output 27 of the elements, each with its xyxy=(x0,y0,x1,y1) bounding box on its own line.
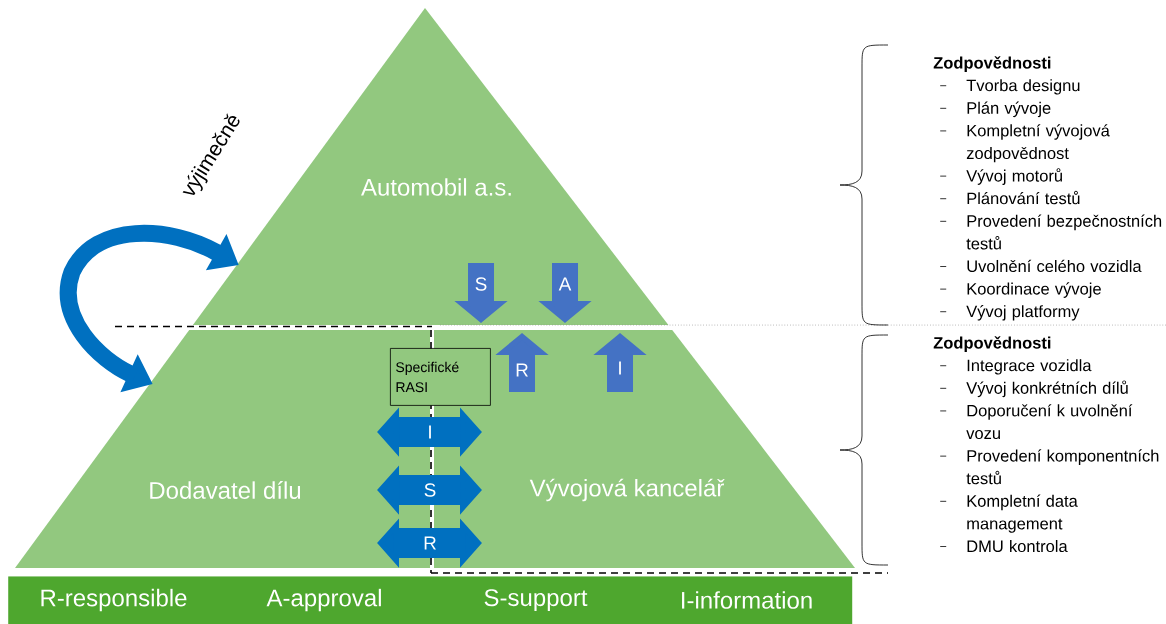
list-item: Vývoj motorů xyxy=(966,168,1062,185)
list-item: Kompletní data management xyxy=(967,494,1078,533)
list-item: Kompletní vývojová zodpovědnost xyxy=(966,124,1110,163)
legend-text: A-approval xyxy=(266,588,381,612)
edge-label: A xyxy=(558,277,572,291)
list-item: Integrace vozidla xyxy=(967,359,1092,375)
legend-text: I-information xyxy=(682,591,812,609)
text-box: Specifické RASI xyxy=(390,348,491,406)
edge-label: S xyxy=(475,277,487,291)
list-heading: Zodpovědnosti xyxy=(933,336,1051,352)
list-item: DMU kontrola xyxy=(967,539,1068,553)
list-item: Provedení komponentních testů xyxy=(966,449,1159,485)
list-item: Vývoj platformy xyxy=(966,304,1080,321)
list-item: Koordinace vývoje xyxy=(967,282,1101,298)
list-item: Plán vývoje xyxy=(967,101,1051,118)
edge-label: R xyxy=(516,363,528,377)
list-item: Doporučení k uvolnění vozu xyxy=(966,404,1133,440)
list-item: Uvolnění celého vozidla xyxy=(967,259,1142,273)
list-item: Plánování testů xyxy=(967,190,1080,205)
list-item: Provedení bezpečnostních testů xyxy=(966,214,1162,250)
edge-label: I xyxy=(429,425,431,439)
list-item: Tvorba designu xyxy=(966,79,1080,95)
legend-text: S-support xyxy=(484,589,588,611)
legend-text: R-responsible xyxy=(41,588,187,612)
edge-label: I xyxy=(619,361,621,375)
list-item: Vývoj konkrétních dílů xyxy=(966,380,1128,398)
list-heading: Zodpovědnosti xyxy=(933,56,1051,72)
